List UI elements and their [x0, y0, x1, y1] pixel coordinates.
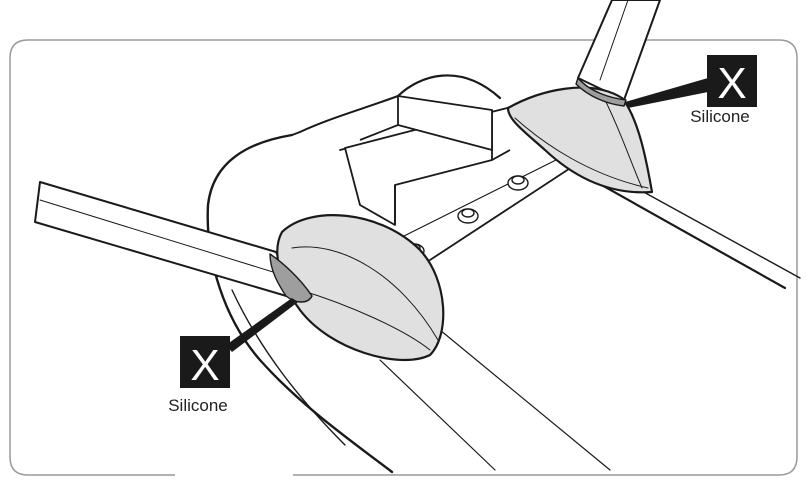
right-callout-leader	[625, 78, 708, 108]
left-callout-label: Silicone	[168, 396, 228, 415]
right-callout-badge	[707, 55, 757, 107]
right-silicone-tool	[506, 0, 661, 194]
screw-3	[507, 175, 529, 191]
frame-border	[9, 39, 798, 476]
left-callout-badge-text: X	[190, 341, 219, 390]
screw-2	[457, 208, 479, 224]
left-tool-callout: X Silicone	[168, 298, 298, 415]
screw-row	[403, 175, 529, 259]
left-callout-leader	[226, 298, 298, 352]
right-callout-badge-text: X	[717, 59, 746, 108]
left-silicone-tool	[34, 181, 445, 362]
right-callout-label: Silicone	[690, 107, 750, 126]
right-tool-callout: X Silicone	[625, 55, 757, 126]
notched-block	[344, 95, 511, 226]
left-callout-badge	[180, 336, 230, 388]
